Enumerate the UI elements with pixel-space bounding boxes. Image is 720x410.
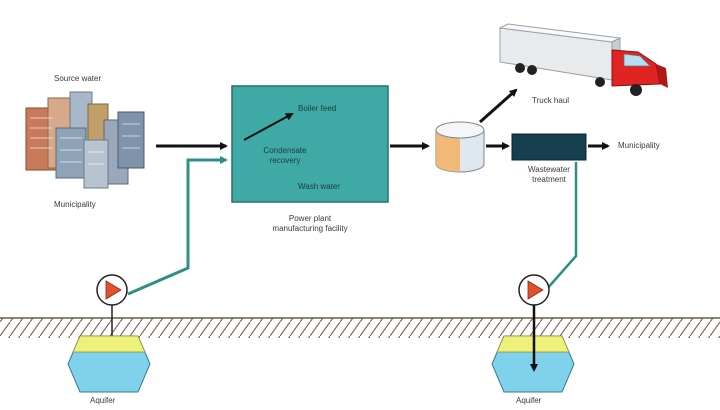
pipe-wastewater-to-pump — [545, 162, 578, 291]
label-condensate-line1: Condensate — [263, 146, 307, 155]
wastewater-box — [511, 133, 587, 161]
label-condensate: Condensate recovery — [250, 146, 320, 166]
pump-icon — [96, 274, 128, 306]
truck-icon — [498, 23, 668, 96]
label-aquifer-right: Aquifer — [516, 396, 542, 405]
city-buildings-icon — [25, 91, 145, 189]
arrow-storage-to-truck — [479, 88, 518, 124]
label-boiler-feed: Boiler feed — [298, 104, 337, 113]
ground-hatching — [0, 318, 720, 338]
aquifer-tank-left — [67, 335, 151, 393]
label-wash-water: Wash water — [298, 182, 340, 191]
label-facility-line1: Power plant — [288, 214, 332, 223]
label-wastewater: Wastewater treatment — [510, 165, 588, 185]
label-truck-haul: Truck haul — [532, 96, 570, 105]
label-facility: Power plant manufacturing facility — [250, 214, 370, 234]
label-municipality-left: Municipality — [54, 200, 96, 209]
ground — [0, 317, 720, 338]
label-source-water: Source water — [54, 74, 102, 83]
label-wastewater-line2: treatment — [532, 175, 566, 184]
label-facility-line2: manufacturing facility — [272, 224, 348, 233]
facility-box — [231, 85, 389, 203]
storage-tank-icon — [435, 121, 485, 173]
label-condensate-line2: recovery — [269, 156, 301, 165]
pipe-pump-to-facility — [127, 156, 228, 296]
label-municipality-right: Municipality — [618, 141, 660, 150]
label-wastewater-line1: Wastewater — [528, 165, 570, 174]
arrow-boiler-feed — [243, 113, 294, 141]
label-aquifer-left: Aquifer — [90, 396, 116, 405]
pump-icon — [518, 274, 550, 306]
